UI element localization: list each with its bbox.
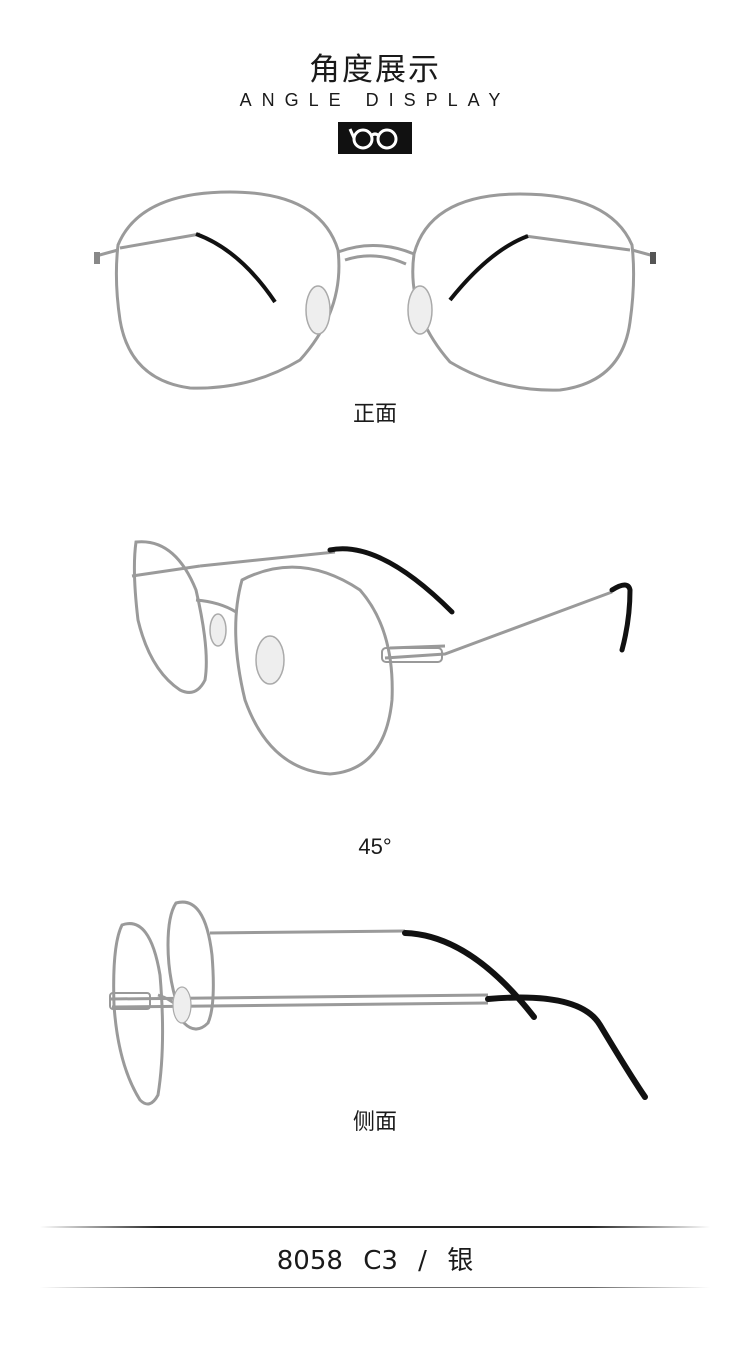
- glasses-icon: [338, 122, 412, 154]
- model-info: 8058 C3 / 银: [0, 1240, 750, 1277]
- color-code: C3: [363, 1246, 398, 1276]
- divider-top: [40, 1226, 710, 1228]
- front-view-image: [94, 190, 656, 392]
- angle-45-view-image: [131, 540, 633, 776]
- caption-45-degree: 45°: [358, 834, 392, 859]
- page-title: 角度展示: [309, 52, 441, 88]
- separator: /: [418, 1246, 427, 1276]
- divider-bottom: [40, 1287, 710, 1288]
- color-name: 银: [447, 1246, 474, 1276]
- model-number: 8058: [276, 1246, 343, 1276]
- side-view-image: [109, 900, 648, 1106]
- caption-front: 正面: [352, 402, 397, 427]
- page-subtitle: ANGLE DISPLAY: [239, 90, 511, 110]
- caption-side: 侧面: [352, 1110, 397, 1135]
